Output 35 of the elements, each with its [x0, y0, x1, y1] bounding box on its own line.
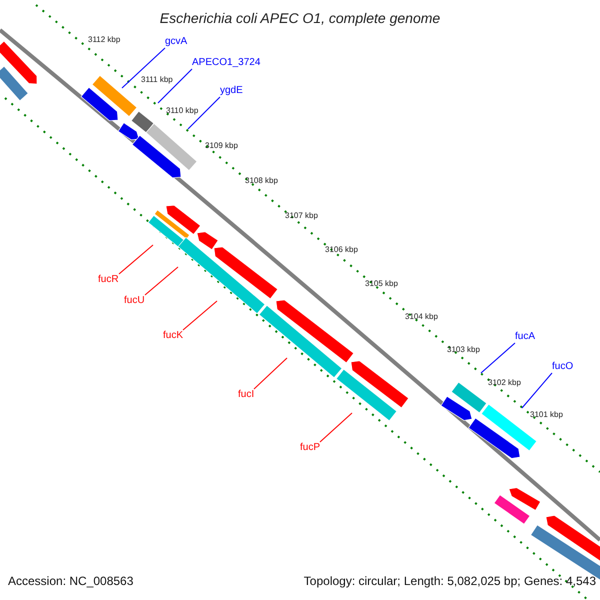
gene-label: fucO	[552, 361, 574, 373]
tick-label: 3103 kbp	[447, 345, 480, 355]
tick-label: 3101 kbp	[530, 410, 563, 420]
leader-line	[158, 68, 192, 104]
gene-label: fucK	[163, 330, 184, 342]
gene-label: APECO1_3724	[192, 57, 260, 69]
gene-label: fucR	[98, 274, 119, 286]
tick-label: 3108 kbp	[245, 176, 278, 186]
gene-label: fucP	[300, 442, 320, 454]
leader-line	[188, 96, 220, 130]
tick-label: 3106 kbp	[325, 245, 358, 255]
leader-line	[144, 266, 178, 296]
tick-label: 3112 kbp	[88, 35, 120, 45]
accession-number: Accession: NC_008563	[8, 574, 134, 588]
leader-line	[480, 342, 516, 374]
leader-line	[182, 300, 218, 330]
leader-line	[522, 372, 552, 408]
tick-label: 3110 kbp	[166, 106, 198, 116]
title: Escherichia coli APEC O1, complete genome	[158, 9, 442, 27]
tick-label: 3107 kbp	[285, 211, 318, 221]
gene-label: gcvA	[165, 36, 188, 48]
tick-label: 3105 kbp	[365, 279, 398, 289]
genome-stats: Topology: circular; Length: 5,082,025 bp; Genes: 4,543	[304, 574, 596, 588]
tick-label: 3104 kbp	[405, 312, 438, 322]
gene-label: fucI	[238, 389, 254, 401]
leader-line	[122, 48, 166, 88]
tick-label: 3109 kbp	[205, 141, 238, 151]
tick-label: 3111 kbp	[141, 75, 173, 85]
tick-label: 3102 kbp	[488, 378, 521, 388]
leader-line	[320, 412, 352, 442]
gene-label: fucA	[515, 331, 536, 343]
gene-label: fucU	[124, 295, 145, 307]
gene-label: ygdE	[220, 85, 243, 97]
leader-line	[254, 358, 288, 390]
leader-line	[118, 244, 154, 274]
